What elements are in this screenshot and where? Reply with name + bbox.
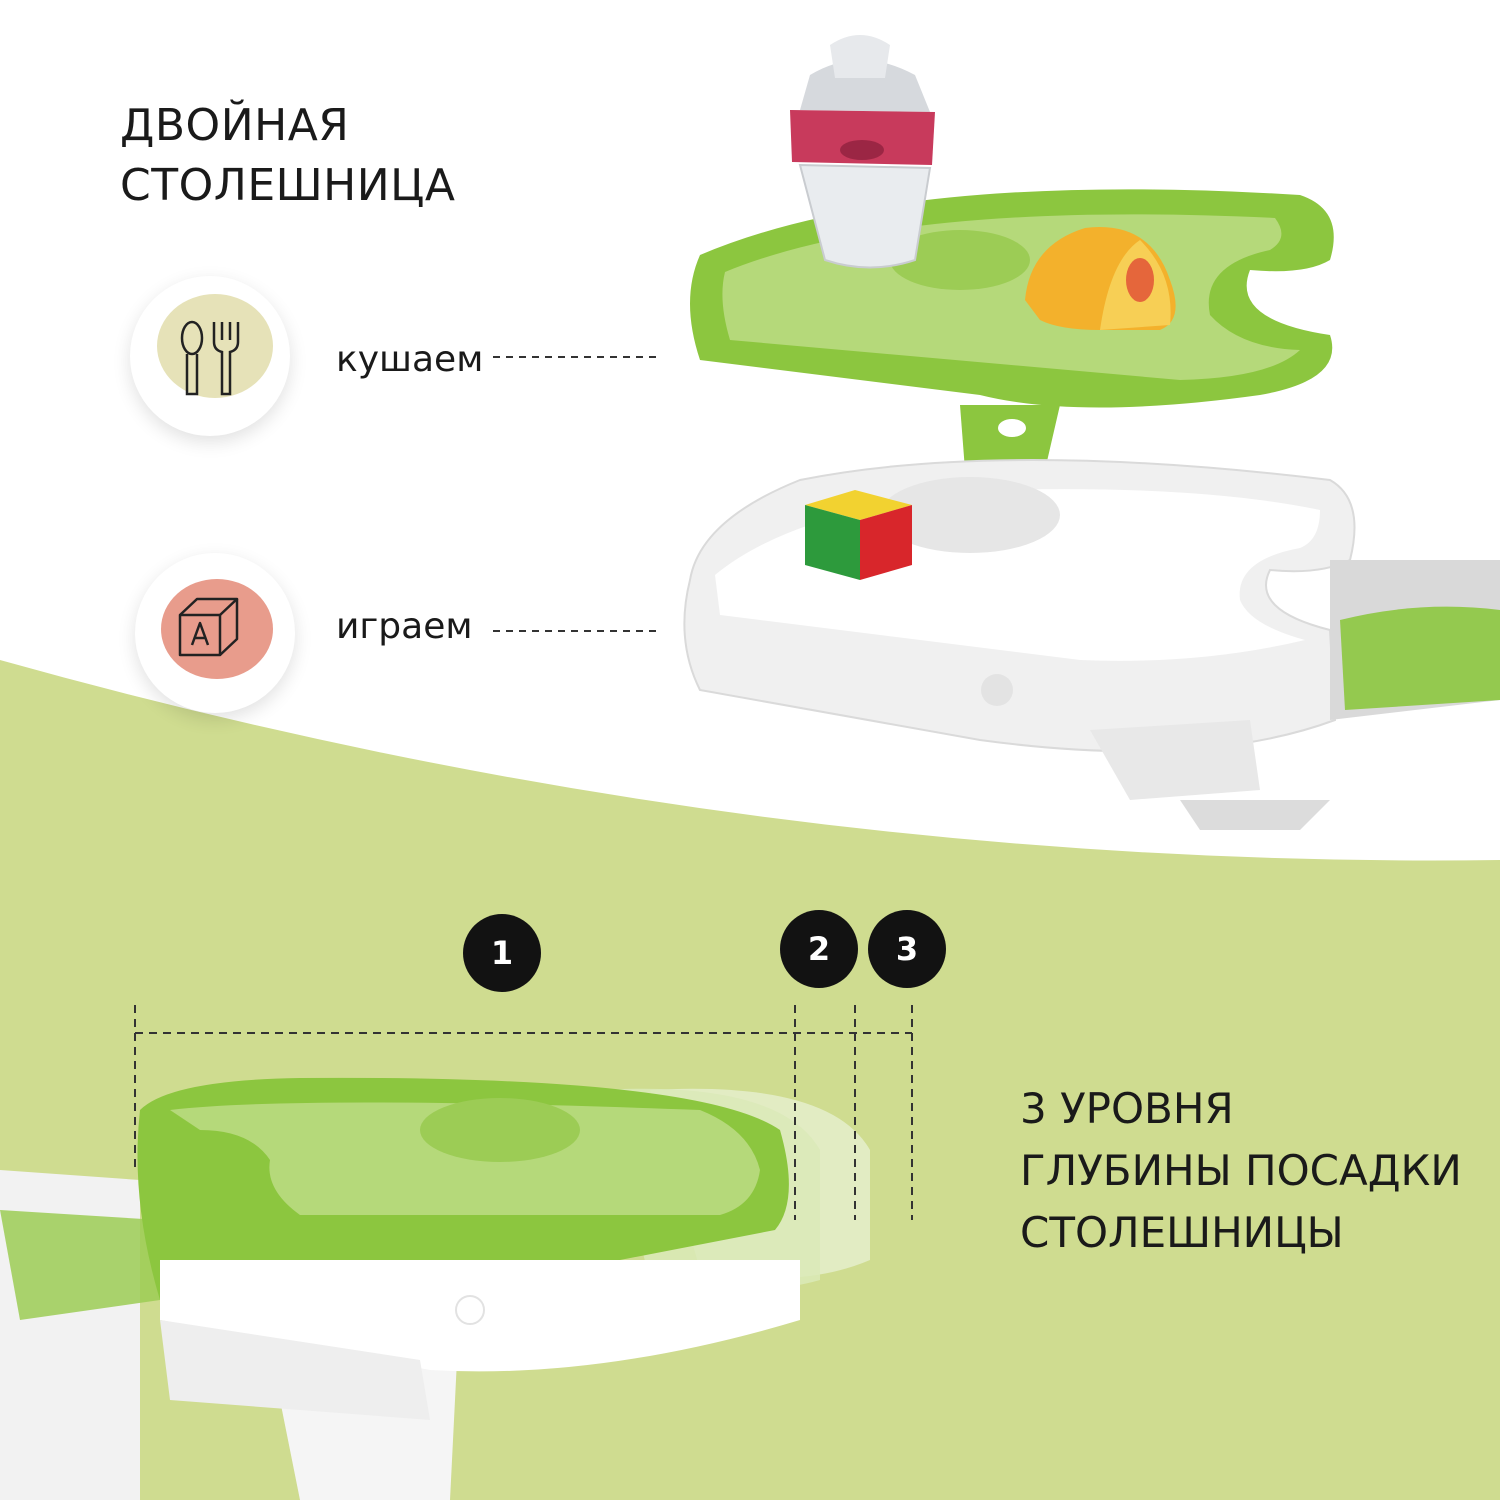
eat-label: кушаем: [336, 339, 484, 380]
cutlery-icon: [157, 294, 273, 398]
depth-tray-illustration: [0, 1077, 870, 1500]
title-line-1: ДВОЙНАЯ: [120, 100, 350, 151]
title-line-2: СТОЛЕШНИЦА: [120, 160, 456, 211]
page-title: ДВОЙНАЯ СТОЛЕШНИЦА: [120, 96, 455, 216]
subtitle-line-3: СТОЛЕШНИЦЫ: [1020, 1208, 1344, 1257]
step-badge-2: 2: [780, 910, 858, 988]
play-icon-circle: [135, 553, 295, 713]
toy-cube-illustration: [805, 490, 912, 580]
eat-icon-circle: [130, 276, 290, 436]
step-badge-1: 1: [463, 914, 541, 992]
toy-block-icon: [161, 579, 273, 679]
peach-slice-illustration: [1025, 227, 1176, 330]
subtitle-line-1: 3 УРОВНЯ: [1020, 1084, 1234, 1133]
subtitle-line-2: ГЛУБИНЫ ПОСАДКИ: [1020, 1146, 1462, 1195]
baby-bottle-illustration: [790, 35, 935, 269]
depth-dimension-lines: [134, 1005, 913, 1220]
play-label: играем: [336, 606, 473, 647]
step-badge-3: 3: [868, 910, 946, 988]
depth-levels-caption: 3 УРОВНЯ ГЛУБИНЫ ПОСАДКИ СТОЛЕШНИЦЫ: [1020, 1078, 1462, 1264]
